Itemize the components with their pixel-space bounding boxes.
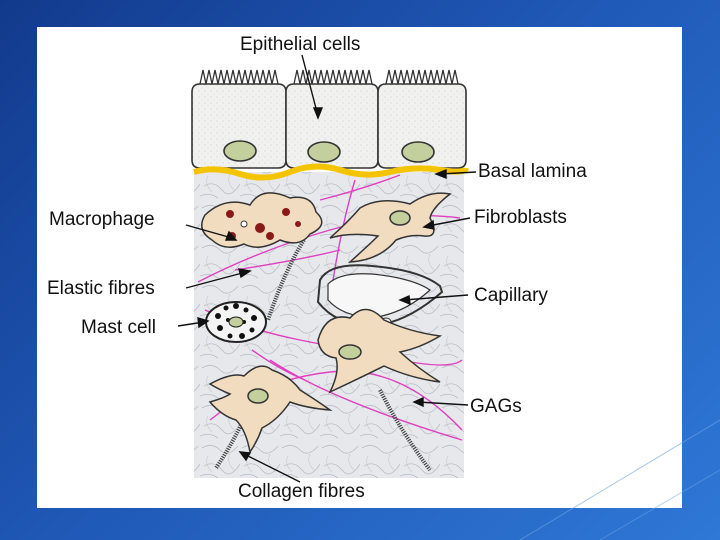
connective-tissue-diagram: Epithelial cells Basal lamina Macrophage… (47, 34, 587, 502)
basal-lamina (193, 163, 469, 181)
nucleus (401, 141, 435, 163)
nucleus (223, 140, 257, 162)
collagen-fibres (214, 238, 432, 472)
elastic-fibres (197, 174, 463, 441)
label-mast-cell: Mast cell (81, 317, 156, 338)
epithelial-cell (285, 69, 379, 169)
label-elastic-fibres: Elastic fibres (47, 278, 155, 299)
label-fibroblasts: Fibroblasts (474, 207, 567, 228)
macrophage (201, 192, 323, 248)
epithelial-cell (191, 69, 287, 169)
fibroblasts (208, 192, 452, 454)
epithelial-cell-layer (191, 69, 467, 169)
label-basal-lamina: Basal lamina (478, 161, 587, 182)
nucleus (307, 141, 341, 163)
mast-cell (205, 301, 267, 343)
epithelial-cell (377, 69, 467, 169)
label-macrophage: Macrophage (49, 209, 155, 230)
label-gags: GAGs (470, 396, 522, 417)
label-collagen-fibres: Collagen fibres (238, 481, 365, 502)
slide-panel: Epithelial cells Basal lamina Macrophage… (37, 27, 682, 508)
pointer-arrows (177, 54, 477, 483)
label-capillary: Capillary (474, 285, 548, 306)
label-epithelial-cells: Epithelial cells (240, 34, 360, 55)
